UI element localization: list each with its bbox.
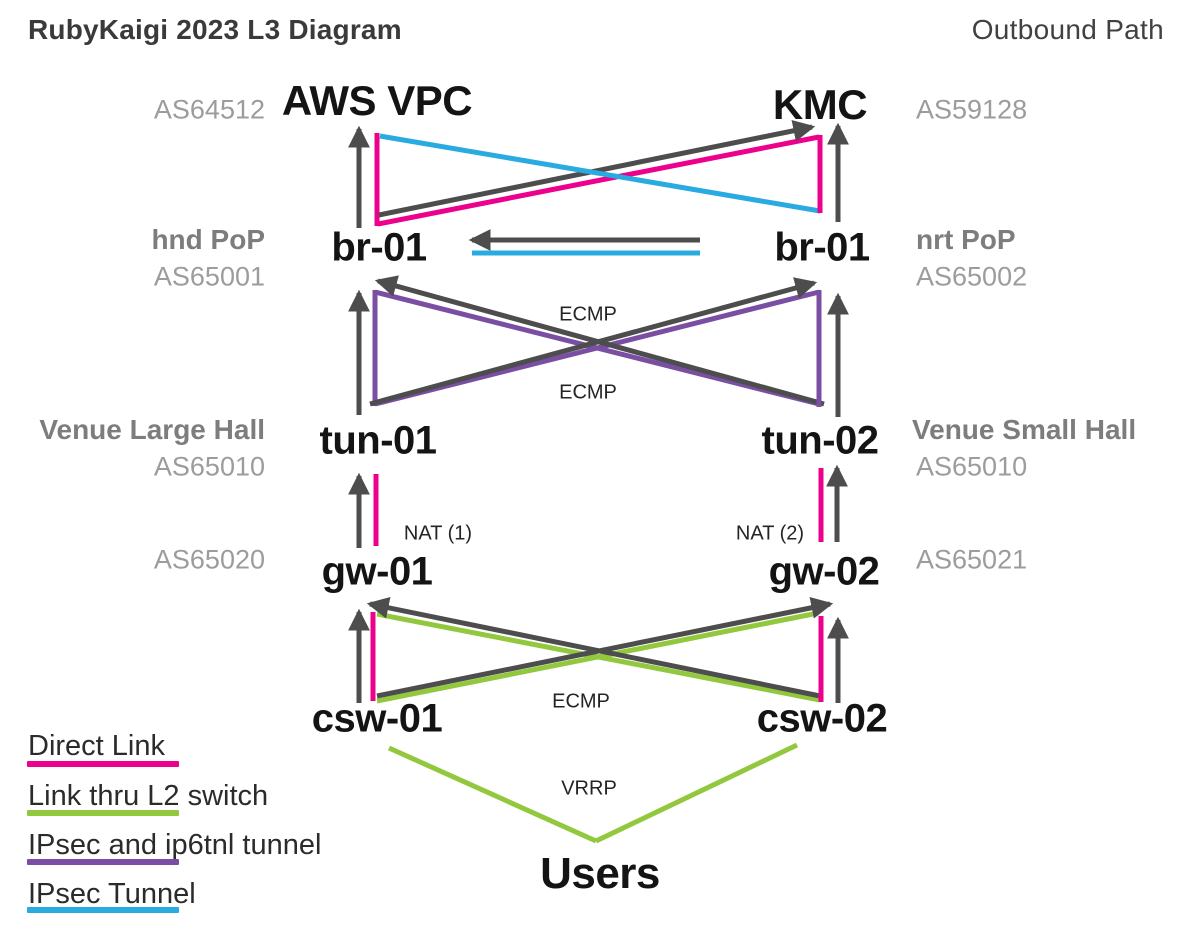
edge-tun-02-to-br-01-hnd-path xyxy=(374,275,825,407)
page-title: RubyKaigi 2023 L3 Diagram xyxy=(28,14,402,45)
edge-csw-01-to-gw-02-l2 xyxy=(376,610,819,704)
side-label-as65001: AS65001 xyxy=(153,261,265,292)
node-aws-vpc: AWS VPC xyxy=(281,77,473,124)
outbound-path-label: Outbound Path xyxy=(971,14,1164,45)
edge-label-nat-2: NAT (2) xyxy=(735,522,805,545)
edge-tun-01-to-br-01-nrt-path xyxy=(369,277,818,407)
edge-br-01-hnd-to-kmc-direct xyxy=(377,134,820,227)
side-label-as59128: AS59128 xyxy=(916,94,1028,125)
legend-swatch-ipsec xyxy=(27,907,179,913)
node-tun-02: tun-02 xyxy=(761,418,880,463)
side-label-venue-large-hall: Venue Large Hall xyxy=(39,414,265,445)
node-br-01-nrt: br-01 xyxy=(774,225,870,270)
side-label-venue-small-hall: Venue Small Hall xyxy=(912,414,1137,445)
edge-label-ecmp-middle: ECMP xyxy=(559,381,617,404)
side-label-as64512: AS64512 xyxy=(153,94,265,125)
side-label-as65010-left: AS65010 xyxy=(153,451,265,482)
node-kmc: KMC xyxy=(772,81,868,128)
node-tun-01: tun-01 xyxy=(319,418,438,463)
legend-swatch-ipsec6 xyxy=(27,859,179,865)
edge-csw-01-to-users-l2 xyxy=(387,745,598,844)
legend-swatch-l2 xyxy=(27,810,179,816)
edge-aws-vpc-to-br-01-nrt-ipsec xyxy=(379,133,821,214)
edge-label-ecmp-top: ECMP xyxy=(559,303,617,326)
legend-label-ipsec: IPsec Tunnel xyxy=(28,878,196,910)
legend-label-direct: Direct Link xyxy=(28,730,165,762)
legend-label-ipsec6: IPsec and ip6tnl tunnel xyxy=(28,829,322,861)
node-csw-01: csw-01 xyxy=(311,696,443,741)
side-label-hnd-pop: hnd PoP xyxy=(151,224,265,255)
legend-swatch-direct xyxy=(27,761,179,767)
side-label-nrt-pop: nrt PoP xyxy=(916,224,1016,255)
node-br-01-hnd: br-01 xyxy=(331,225,427,270)
node-users: Users xyxy=(540,849,660,898)
edge-csw-02-to-gw-01-path xyxy=(366,596,821,699)
edge-label-ecmp-lower: ECMP xyxy=(552,690,610,713)
edge-label-vrrp: VRRP xyxy=(561,777,617,800)
edge-label-nat-1: NAT (1) xyxy=(403,522,473,545)
node-csw-02: csw-02 xyxy=(756,696,888,741)
side-label-as65010-right: AS65010 xyxy=(916,451,1028,482)
edge-tun-02-to-br-01-hnd-ipsec6 xyxy=(374,289,820,407)
legend-label-l2: Link thru L2 switch xyxy=(28,780,269,812)
side-label-as65002: AS65002 xyxy=(916,261,1028,292)
edge-users-to-csw-02-l2 xyxy=(594,742,799,844)
side-label-as65021: AS65021 xyxy=(916,544,1028,575)
node-gw-02: gw-02 xyxy=(768,549,880,594)
side-label-as65020: AS65020 xyxy=(153,544,265,575)
node-gw-01: gw-01 xyxy=(321,549,433,594)
